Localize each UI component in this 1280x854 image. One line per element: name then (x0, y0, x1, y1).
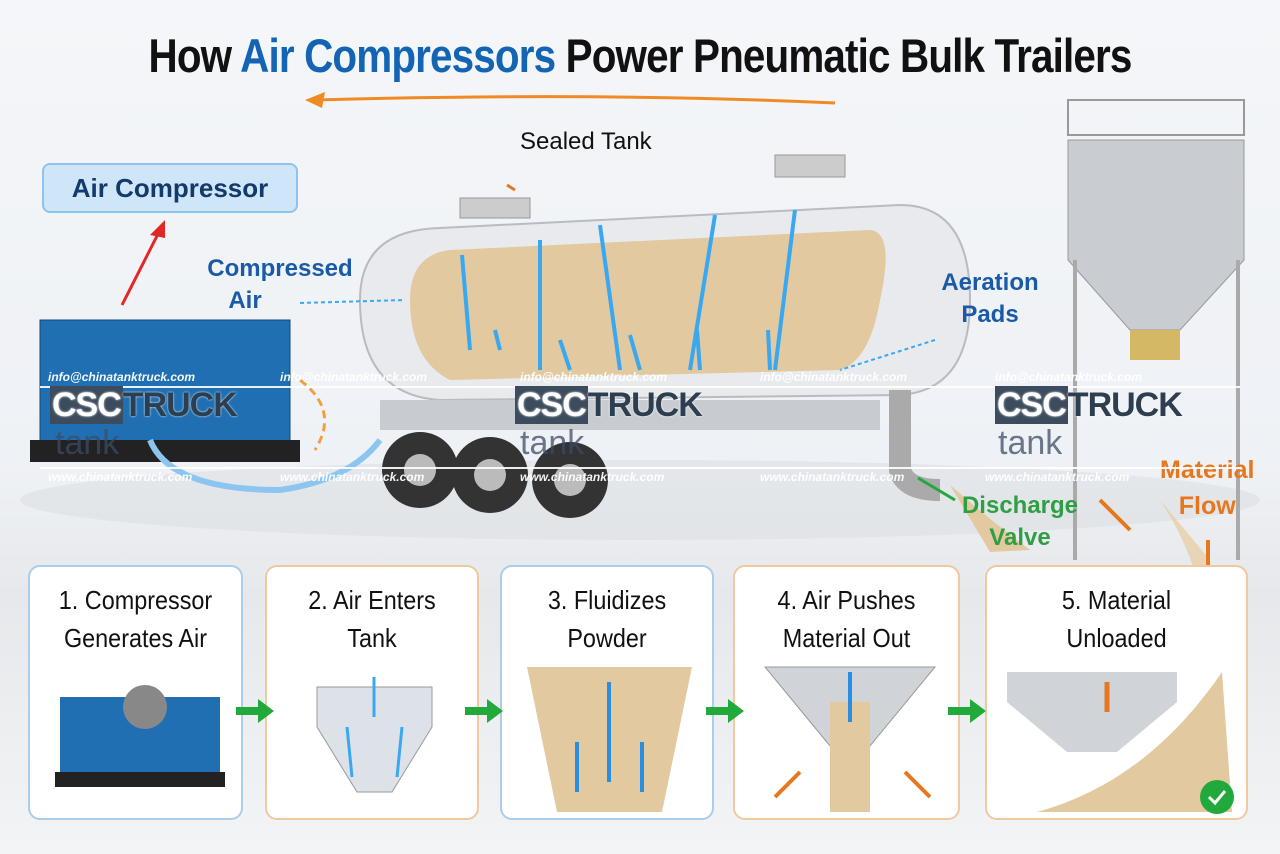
discharge-pointer (917, 476, 956, 502)
step-title-line1: 1. Compressor (58, 585, 213, 615)
watermark-website: www.chinatanktruck.com (985, 470, 1130, 484)
logo-part-b: TRUCK (122, 386, 238, 424)
green-arrow-icon (465, 699, 503, 723)
page-title: How Air Compressors Power Pneumatic Bulk… (90, 28, 1191, 83)
logo-part-b: TRUCK (1067, 386, 1183, 424)
compressor-icon (55, 685, 225, 787)
title-prefix: How (148, 29, 233, 82)
green-arrow-icon (706, 699, 744, 723)
watermark-website: www.chinatanktruck.com (280, 470, 425, 484)
watermark-tank: tank (55, 424, 120, 462)
fluidized-powder-icon (527, 667, 692, 812)
tank (299, 154, 1030, 552)
aeration-line1: Aeration (941, 269, 1039, 296)
logo-part-a: CSC (515, 386, 588, 424)
step-title-line2: Powder (567, 623, 647, 653)
step-title-line2: Unloaded (1066, 623, 1167, 653)
logo-part-a: CSC (50, 386, 123, 424)
watermark-logo: CSCTRUCK (50, 386, 238, 424)
watermark-tank: tank (998, 424, 1063, 462)
discharge-line1: Discharge (961, 492, 1079, 519)
sealed-tank-label: Sealed Tank (520, 128, 652, 155)
flow-line1: Material (1160, 456, 1255, 484)
logo-part-b: TRUCK (587, 386, 703, 424)
check-icon (1200, 780, 1234, 814)
watermark-email: info@chinatanktruck.com (280, 370, 428, 384)
watermark-line (40, 386, 1240, 388)
watermark-logo: CSCTRUCK (515, 386, 703, 424)
top-arrow (314, 95, 836, 105)
aeration-line2: Pads (961, 301, 1019, 328)
step-title-line2: Generates Air (63, 623, 208, 653)
watermark-logo: CSCTRUCK (995, 386, 1183, 424)
watermark-email: info@chinatanktruck.com (48, 370, 196, 384)
flow-line2: Flow (1178, 492, 1236, 520)
logo-part-a: CSC (995, 386, 1068, 424)
silo-unload-icon (1007, 672, 1234, 814)
discharge-icon (763, 666, 937, 812)
watermark-line (40, 467, 1240, 469)
watermark-website: www.chinatanktruck.com (520, 470, 665, 484)
watermark-email: info@chinatanktruck.com (520, 370, 668, 384)
watermark-tank: tank (520, 424, 585, 462)
title-highlight: Air Compressors (240, 29, 556, 82)
green-arrow-icon (236, 699, 274, 723)
step-title-line2: Tank (347, 623, 397, 653)
discharge-line2: Valve (989, 524, 1051, 551)
air-compressor-label: Air Compressor (42, 163, 298, 213)
green-arrow-icon (948, 699, 986, 723)
title-suffix: Power Pneumatic Bulk Trailers (565, 29, 1133, 82)
step-title-line2: Material Out (782, 623, 911, 653)
step-title-line1: 5. Material (1061, 585, 1172, 615)
watermark-website: www.chinatanktruck.com (760, 470, 905, 484)
compressed-air-line1: Compressed (207, 255, 353, 282)
top-arrow-head (305, 92, 325, 108)
tank-cone-icon (316, 677, 433, 793)
watermark-website: www.chinatanktruck.com (48, 470, 193, 484)
watermark-email: info@chinatanktruck.com (995, 370, 1143, 384)
step-title-line1: 2. Air Enters (308, 585, 436, 615)
watermark-email: info@chinatanktruck.com (760, 370, 908, 384)
step-title-line1: 3. Fluidizes (547, 585, 667, 615)
step-title-line1: 4. Air Pushes (777, 585, 916, 615)
compressed-air-line2: Air (228, 287, 262, 314)
silo (1067, 99, 1245, 560)
